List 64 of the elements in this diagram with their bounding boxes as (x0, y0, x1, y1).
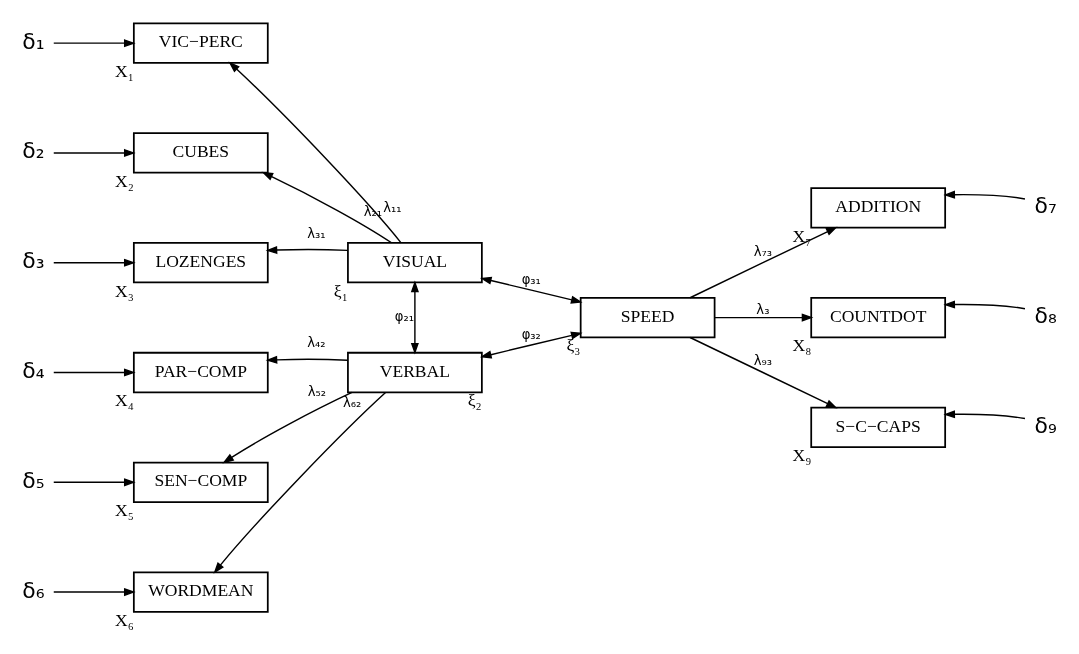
arrow (228, 61, 402, 244)
arrow (410, 280, 419, 355)
arrow (714, 313, 814, 322)
node-text: δ₂ (22, 137, 45, 163)
arrow (53, 587, 136, 596)
arrow (53, 148, 136, 157)
edge-label: λ₆₂ (342, 394, 362, 410)
node-box: VISUAL (347, 241, 483, 283)
node-text: δ₆ (22, 577, 45, 603)
node-box: COUNTDOT (810, 296, 947, 338)
node-box: PAR−COMP (132, 351, 269, 393)
arrow (222, 391, 353, 463)
node-label: X₁ (115, 60, 134, 81)
node-label: X₈ (792, 334, 812, 355)
arrow (53, 38, 136, 47)
node-box: CUBES (132, 131, 269, 174)
edge-label: φ₂₁ (394, 308, 415, 324)
node-text: δ₇ (1034, 192, 1057, 218)
arrow (479, 331, 583, 359)
arrow (213, 391, 387, 574)
node-label: X₄ (115, 389, 134, 410)
edge-label: λ₃₁ (307, 225, 326, 241)
node-label: X₂ (115, 170, 134, 191)
edge-label: φ₃₂ (521, 326, 541, 342)
arrow (261, 171, 393, 243)
node-box: SEN−COMP (132, 461, 269, 503)
node-label: X₃ (115, 280, 134, 301)
arrow (265, 245, 349, 254)
node-box: LOZENGES (132, 241, 269, 283)
arrow (53, 258, 136, 267)
arrow (943, 409, 1026, 419)
node-label: X₅ (115, 499, 134, 520)
node-text: δ₅ (22, 467, 45, 493)
edge-label: λ₄₂ (307, 334, 326, 350)
arrow (53, 367, 136, 377)
edge-label: λ₅₂ (307, 383, 327, 399)
node-label: X₇ (792, 225, 812, 246)
node-label: X₉ (792, 444, 812, 465)
edge-label: λ₃ (756, 301, 770, 317)
node-label: ξ₃ (566, 334, 581, 355)
arrow (689, 226, 838, 298)
arrow (943, 299, 1026, 309)
node-label: ξ₁ (333, 280, 348, 301)
edge-label: λ₉₃ (753, 352, 773, 368)
node-box: VIC−PERC (132, 22, 269, 64)
arrow (479, 276, 583, 304)
edge-label: φ₃₁ (521, 271, 541, 287)
node-text: δ₁ (22, 28, 45, 54)
arrow (943, 190, 1026, 200)
node-box: ADDITION (810, 186, 947, 228)
node-label: X₆ (115, 609, 134, 630)
node-box: S−C−CAPS (810, 406, 947, 448)
node-box: WORDMEAN (132, 570, 269, 613)
node-text: δ₄ (22, 357, 45, 383)
node-text: δ₃ (22, 247, 45, 273)
arrow (265, 355, 349, 364)
edge-label: λ₇₃ (753, 243, 773, 259)
node-text: δ₉ (1034, 412, 1057, 438)
arrow (53, 477, 136, 486)
node-text: δ₈ (1034, 302, 1057, 328)
arrow (689, 336, 838, 408)
edge-label: λ₁₁ (383, 199, 402, 215)
node-box: VERBAL (347, 351, 483, 393)
node-box: SPEED (579, 296, 716, 338)
